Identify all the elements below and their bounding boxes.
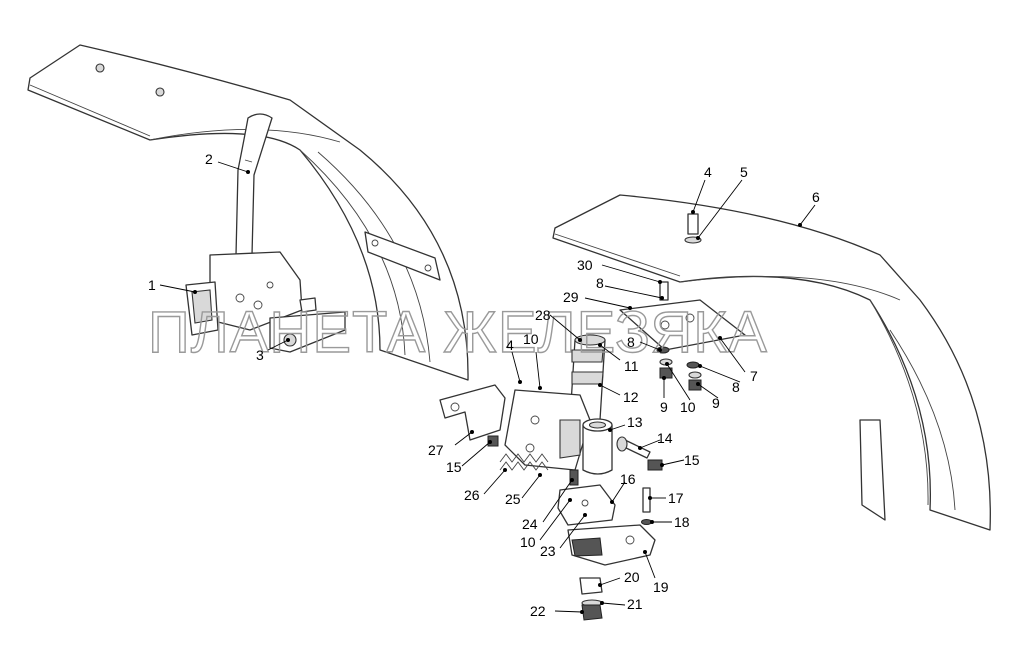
callout-20: 20: [624, 569, 640, 585]
callout-leaders: [159, 161, 816, 614]
callout-25: 25: [505, 491, 521, 507]
callout-15-right: 15: [684, 452, 700, 468]
callout-26: 26: [464, 487, 480, 503]
part-7-plate: [619, 281, 746, 351]
callout-8-right: 8: [732, 379, 740, 395]
callout-8-top: 8: [596, 275, 604, 291]
part-23-block: [557, 469, 616, 526]
callout-10-low: 10: [520, 534, 536, 550]
callout-1: 1: [148, 277, 156, 293]
callout-10-left: 10: [523, 331, 539, 347]
callout-10-mid: 10: [680, 399, 696, 415]
part-25-spring: [499, 453, 549, 471]
callout-5: 5: [740, 164, 748, 180]
callout-8-mid: 8: [627, 334, 635, 350]
callout-21: 21: [627, 596, 643, 612]
part-14-bolt: [616, 436, 651, 459]
callout-4-top: 4: [704, 164, 712, 180]
part-20-nut: [579, 577, 603, 595]
callout-15-left: 15: [446, 459, 462, 475]
left-bracket-assembly: [185, 251, 346, 353]
part-22-nut: [581, 604, 603, 621]
callout-14: 14: [657, 430, 673, 446]
callout-19: 19: [653, 579, 669, 595]
part-27-bracket: [439, 384, 506, 441]
part-19-lever: [567, 524, 656, 566]
callout-labels: 2 1 3 4 5 6 30 8 29 28 4 10 8 11 7 8 9 1…: [148, 151, 820, 619]
callout-23: 23: [540, 543, 556, 559]
callout-30: 30: [577, 257, 593, 273]
callout-11: 11: [624, 358, 639, 374]
callout-2: 2: [205, 151, 213, 167]
callout-24: 24: [522, 516, 538, 532]
callout-22: 22: [530, 603, 546, 619]
callout-18: 18: [674, 514, 690, 530]
callout-9-left: 9: [660, 399, 668, 415]
part-15-nut: [647, 459, 663, 471]
callout-13: 13: [627, 414, 643, 430]
callout-9-right: 9: [712, 395, 720, 411]
part-13-cylinder: [582, 418, 613, 475]
left-fender: [27, 44, 469, 381]
callout-12: 12: [623, 389, 639, 405]
part-2-support-tube: [235, 113, 273, 256]
callout-3: 3: [256, 347, 264, 363]
callout-4-left: 4: [506, 337, 514, 353]
callout-7: 7: [750, 368, 758, 384]
callout-6: 6: [812, 189, 820, 205]
callout-28: 28: [535, 307, 551, 323]
callout-27: 27: [428, 442, 444, 458]
callout-16: 16: [620, 471, 636, 487]
callout-17: 17: [668, 490, 684, 506]
callout-29: 29: [563, 289, 579, 305]
watermark-text: ПЛАНЕТА ЖЕЛЕЗЯКА: [148, 300, 768, 365]
part-17-pin: [642, 487, 651, 513]
main-mounting-bracket: [504, 389, 591, 471]
